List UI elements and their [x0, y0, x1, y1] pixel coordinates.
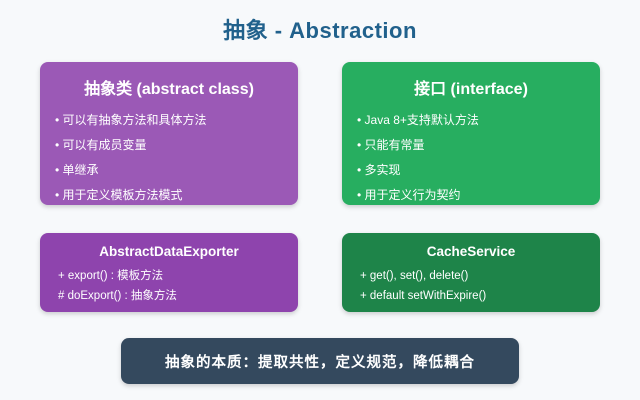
summary-banner: 抽象的本质：提取共性，定义规范，降低耦合 [121, 338, 519, 384]
exporter-card-title: AbstractDataExporter [99, 244, 239, 259]
summary-banner-text: 抽象的本质：提取共性，定义规范，降低耦合 [165, 354, 475, 371]
bullet-item: 用于定义行为契约 [357, 183, 590, 208]
abstract-data-exporter-card: AbstractDataExporter + export() : 模板方法 #… [40, 233, 298, 312]
member-line: # doExport() : 抽象方法 [58, 290, 177, 302]
page-title: 抽象 - Abstraction [223, 18, 417, 43]
bullet-item: Java 8+支持默认方法 [357, 108, 590, 133]
bullet-item: 可以有成员变量 [55, 133, 288, 158]
cache-member-list: + get(), set(), delete() + default setWi… [342, 266, 600, 306]
cache-card-title: CacheService [426, 244, 516, 259]
interface-bullet-list: Java 8+支持默认方法 只能有常量 多实现 用于定义行为契约 [342, 108, 600, 208]
abstract-class-card-title: 抽象类 (abstract class) [84, 81, 254, 98]
bullet-item: 单继承 [55, 158, 288, 183]
abstract-class-card: 抽象类 (abstract class) 可以有抽象方法和具体方法 可以有成员变… [40, 62, 298, 205]
bullet-item: 可以有抽象方法和具体方法 [55, 108, 288, 133]
bullet-item: 多实现 [357, 158, 590, 183]
bullet-item: 只能有常量 [357, 133, 590, 158]
member-line: + get(), set(), delete() [360, 270, 469, 282]
exporter-member-list: + export() : 模板方法 # doExport() : 抽象方法 [40, 266, 298, 306]
cache-service-card: CacheService + get(), set(), delete() + … [342, 233, 600, 312]
member-line: + export() : 模板方法 [58, 270, 164, 282]
member-line: + default setWithExpire() [360, 290, 487, 302]
bullet-item: 用于定义模板方法模式 [55, 183, 288, 208]
abstract-class-bullet-list: 可以有抽象方法和具体方法 可以有成员变量 单继承 用于定义模板方法模式 [40, 108, 298, 208]
interface-card: 接口 (interface) Java 8+支持默认方法 只能有常量 多实现 用… [342, 62, 600, 205]
interface-card-title: 接口 (interface) [414, 81, 528, 98]
